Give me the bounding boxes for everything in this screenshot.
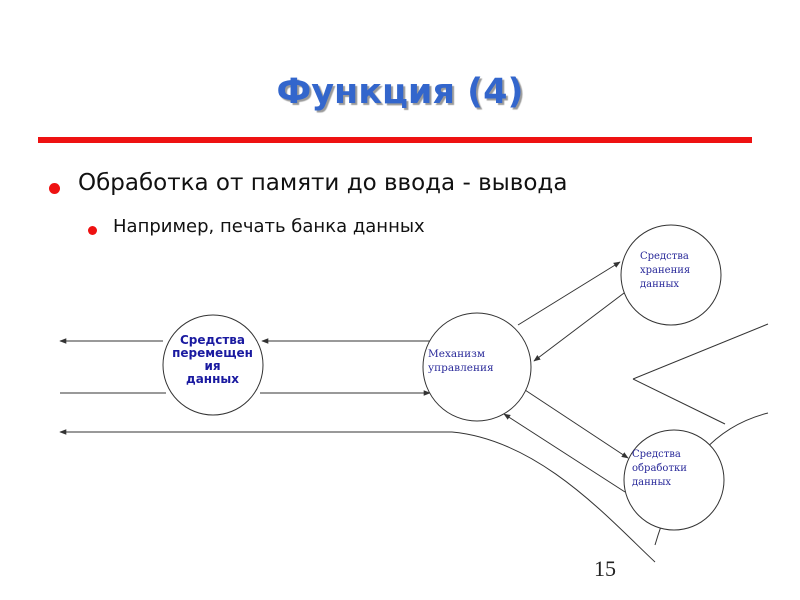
flow-arrow-control-to-processing: [521, 387, 629, 459]
bullet-level1: Обработка от памяти до ввода - вывода: [78, 170, 568, 196]
boundary-line-lower: [632, 378, 726, 425]
node-processing-label: Средства обработки данных: [632, 449, 687, 488]
node-control-circle: [422, 312, 532, 422]
node-processing-circle: [623, 429, 725, 531]
bullet-dot-icon: [88, 226, 97, 235]
flow-arrow-processing-to-control: [503, 413, 626, 493]
node-transfer-label: Средства перемещен ия данных: [172, 333, 253, 386]
node-storage-label: Средства хранения данных: [640, 251, 691, 290]
node-storage-circle: [620, 224, 722, 326]
slide-title: Функция (4): [276, 72, 524, 112]
boundary-line-upper: [632, 323, 769, 380]
bullet-level2: Например, печать банка данных: [113, 216, 425, 237]
node-control-label: Механизм управления: [428, 348, 494, 374]
title-divider: [38, 137, 752, 143]
flow-arrow-control-to-storage: [517, 261, 621, 326]
page-number: 15: [594, 556, 616, 581]
flow-arrow-storage-to-control: [533, 286, 633, 362]
flow-line-bottom-curve: [451, 431, 656, 563]
bullet-dot-icon: [49, 183, 60, 194]
node-transfer-circle: [162, 314, 264, 416]
